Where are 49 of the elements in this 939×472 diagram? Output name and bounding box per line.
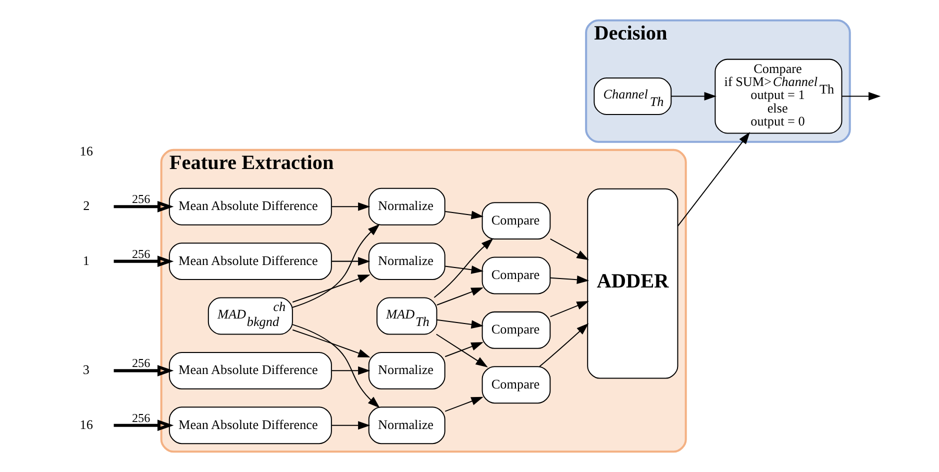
node-text: 3 (82, 362, 90, 378)
node-box: Compare (482, 256, 551, 294)
arrow (444, 342, 484, 358)
arrow (292, 274, 370, 303)
node-box: ADDER (587, 188, 678, 379)
arrow (114, 256, 174, 267)
arrow (292, 329, 370, 358)
arrow (292, 224, 380, 308)
arrow (114, 200, 174, 212)
node-box: Normalize (368, 406, 446, 444)
arrow (332, 257, 370, 266)
arrow (550, 238, 589, 260)
node-text: 16 (80, 416, 93, 432)
arrow (292, 324, 380, 408)
edge-label: 256 (132, 356, 150, 370)
arrow (445, 210, 484, 220)
node-box: Mean Absolute Difference (168, 188, 332, 226)
node-text: 1 (82, 252, 90, 268)
edge-label: 256 (132, 410, 150, 425)
arrow (677, 132, 750, 226)
arrow (332, 421, 370, 430)
edge-label: 256 (132, 246, 150, 261)
arrow (434, 238, 494, 298)
node-text: 2 (83, 198, 90, 214)
arrow (842, 92, 881, 101)
arrow (671, 92, 716, 101)
arrow (539, 323, 589, 367)
node-box: Compare (482, 366, 551, 404)
arrow (436, 288, 484, 306)
node-box: Normalize (368, 352, 446, 390)
label: 16 (80, 143, 93, 158)
arrow (445, 265, 484, 274)
node-box: Compare (482, 311, 551, 349)
arrow (550, 300, 589, 318)
node-box: Mean Absolute Difference (168, 242, 332, 280)
arrow (114, 420, 174, 432)
arrow (436, 334, 488, 368)
node-box: Compare (482, 202, 551, 240)
node-box: Mean Absolute Difference (168, 352, 332, 390)
arrow (114, 364, 174, 376)
arrow (332, 366, 370, 375)
arrow (332, 202, 370, 211)
arrow (444, 396, 484, 412)
edge-label: 256 (132, 192, 150, 206)
node-box: Normalize (368, 242, 446, 280)
node-box: Normalize (368, 188, 446, 226)
arrow (550, 275, 590, 284)
node-box: Mean Absolute Difference (168, 406, 332, 444)
arrow (436, 319, 484, 329)
